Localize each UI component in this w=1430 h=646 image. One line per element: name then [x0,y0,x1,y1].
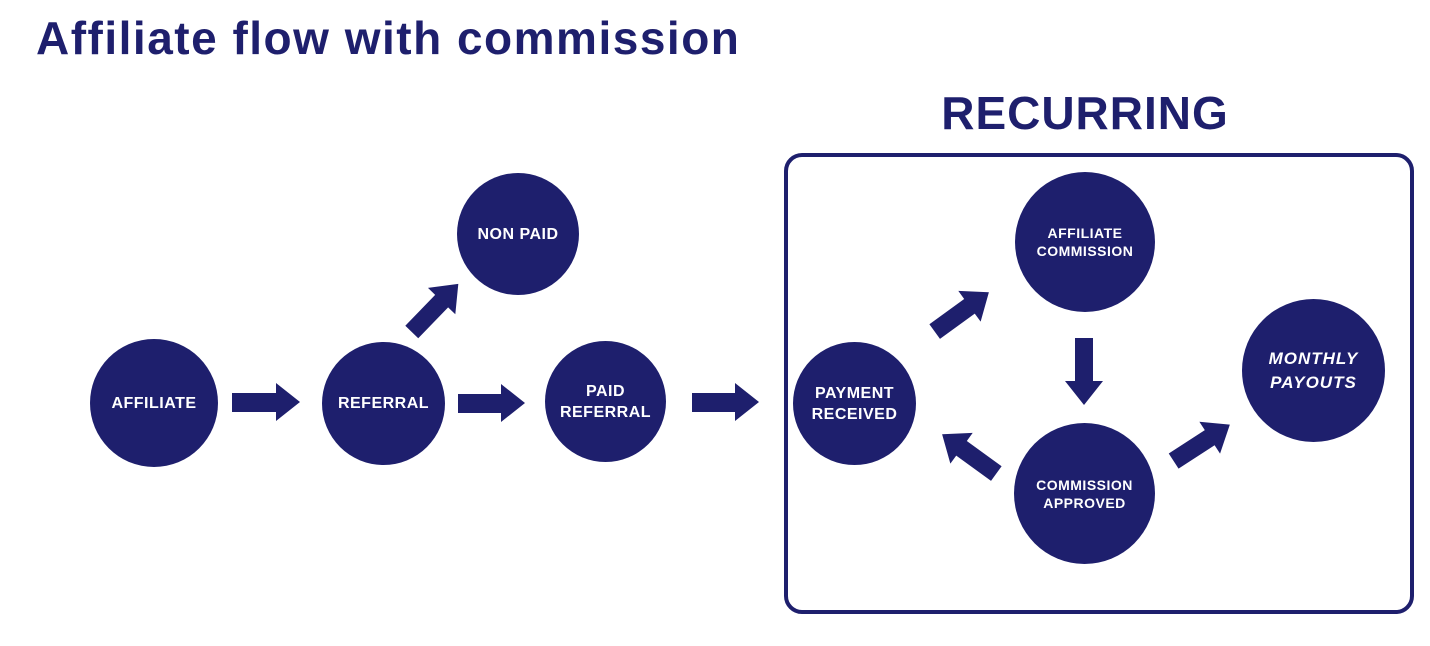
node-commission-approved: COMMISSION APPROVED [1014,423,1155,564]
node-paid-referral: PAID REFERRAL [545,341,666,462]
node-payment-received-label: PAYMENT RECEIVED [811,384,898,423]
page-title: Affiliate flow with commission [36,12,741,64]
recurring-group-box [784,153,1414,614]
arrow-referral-to-paid-referral [458,384,525,422]
node-referral: REFERRAL [322,342,445,465]
arrow-referral-to-non-paid [405,283,459,339]
recurring-label: RECURRING [941,87,1229,139]
arrow-approved-to-monthly-payouts [1168,421,1230,469]
node-monthly-payouts-label: MONTHLY PAYOUTS [1268,348,1359,392]
node-non-paid-label: NON PAID [477,225,559,243]
node-payment-received: PAYMENT RECEIVED [793,342,916,465]
node-affiliate-commission: AFFILIATE COMMISSION [1015,172,1155,312]
arrow-affiliate-commission-to-approved [1065,338,1103,405]
arrow-paid-referral-to-payment-received [692,383,759,421]
arrow-affiliate-to-referral [232,383,300,421]
node-non-paid: NON PAID [457,173,579,295]
node-monthly-payouts: MONTHLY PAYOUTS [1242,299,1385,442]
node-affiliate-commission-label: AFFILIATE COMMISSION [1036,225,1134,259]
node-affiliate: AFFILIATE [90,339,218,467]
node-referral-label: REFERRAL [337,395,430,412]
node-commission-approved-label: COMMISSION APPROVED [1036,476,1133,511]
arrow-payment-to-affiliate-commission [929,290,989,339]
node-paid-referral-label: PAID REFERRAL [559,382,652,421]
arrow-approved-to-payment-received [942,432,1002,481]
node-affiliate-label: AFFILIATE [111,394,197,412]
